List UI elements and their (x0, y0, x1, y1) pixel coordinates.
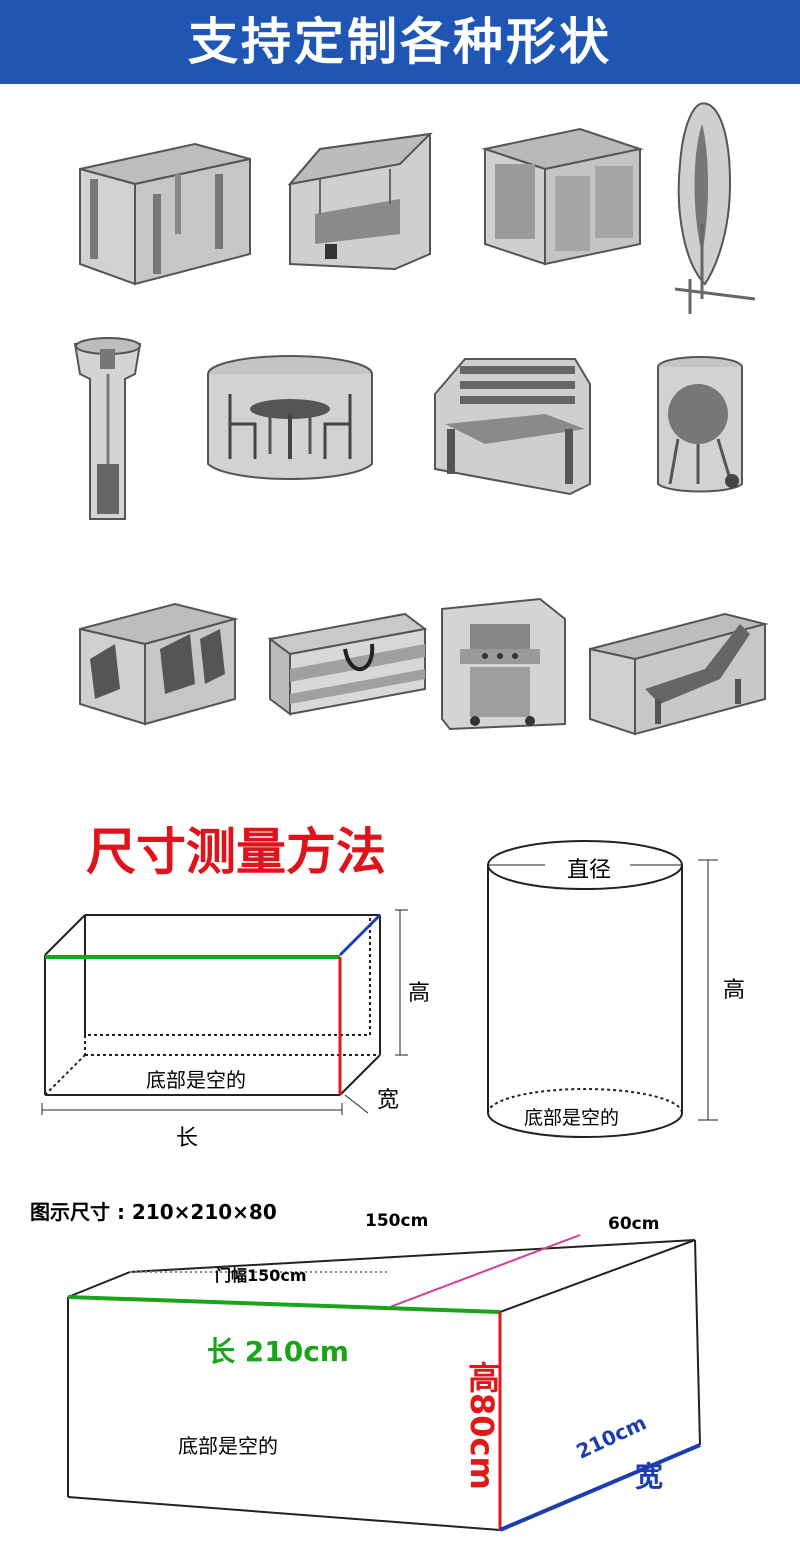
covered-chairs-icon (79, 602, 239, 726)
cylinder-diameter-label: 直径 (567, 858, 612, 883)
box-width-label: 宽 (377, 1088, 400, 1113)
cylinder-bottom-label: 底部是空的 (524, 1107, 620, 1129)
banner-title: 支持定制各种形状 (188, 13, 612, 71)
gallery-item (475, 104, 675, 334)
cylinder-height-label: 高 (723, 978, 746, 1003)
covered-lounger-icon (589, 612, 769, 736)
gallery-item (585, 589, 785, 819)
covered-umbrella-icon (674, 102, 756, 314)
gallery-item (640, 339, 800, 569)
gallery-item (70, 589, 270, 819)
cushion-bag-icon (267, 612, 428, 716)
cylinder-measure-diagram (487, 840, 718, 1138)
gallery-item (200, 334, 400, 564)
covered-swing-icon (287, 132, 433, 271)
door-width-label: 门幅150cm (215, 1266, 307, 1285)
box-measure-diagram (41, 909, 408, 1115)
measure-title: 尺寸测量方法 (86, 823, 386, 881)
gallery-item (660, 94, 800, 324)
example-box-diagram (67, 1234, 701, 1532)
covered-heater-icon (73, 337, 142, 520)
covered-bbq-icon (441, 597, 566, 731)
gallery-item (425, 334, 625, 564)
width-label: 宽 (635, 1460, 664, 1493)
top-depth-label: 150cm (365, 1211, 429, 1231)
gallery-item (430, 589, 630, 819)
covered-cube-icon (481, 127, 644, 266)
example-bottom-label: 底部是空的 (178, 1434, 278, 1458)
covered-bench-icon (434, 358, 591, 496)
box-bottom-label: 底部是空的 (146, 1068, 246, 1092)
box-length-label: 长 (176, 1126, 199, 1151)
gallery-item (65, 324, 265, 554)
gallery-item (270, 104, 470, 334)
example-caption: 图示尺寸 : 210×210×80 (30, 1200, 277, 1224)
box-height-label: 高 (408, 981, 431, 1006)
covered-table-icon (79, 142, 251, 286)
covered-grill-icon (657, 356, 743, 493)
product-gallery (0, 84, 800, 774)
height-label: 高80cm (463, 1360, 501, 1490)
length-label: 长 210cm (207, 1335, 349, 1368)
gallery-item (260, 589, 460, 819)
gallery-item (65, 104, 265, 334)
header-banner (0, 0, 800, 84)
top-width-label: 60cm (608, 1214, 660, 1234)
covered-round-dining-set-icon (207, 355, 373, 480)
